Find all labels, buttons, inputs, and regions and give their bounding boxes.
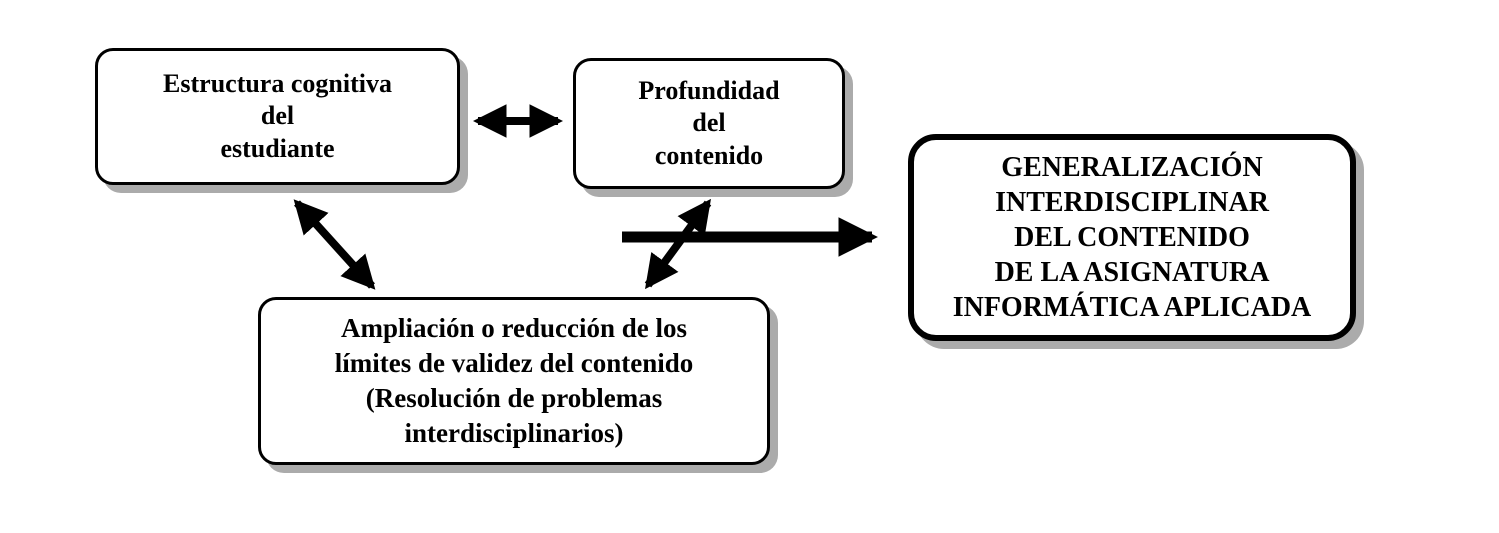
box-estructura-line-2: del bbox=[260, 101, 295, 131]
box-estructura-line-1: Estructura cognitiva bbox=[163, 68, 392, 98]
box-generalizacion-interdisciplinar: GENERALIZACIÓN INTERDISCIPLINAR DEL CONT… bbox=[908, 134, 1356, 341]
box-generalizacion-line-3: DEL CONTENIDO bbox=[1014, 222, 1250, 253]
box-generalizacion-line-1: GENERALIZACIÓN bbox=[1001, 152, 1263, 183]
box-estructura-line-3: estudiante bbox=[220, 133, 335, 163]
box-ampliacion-line-2: límites de validez del contenido bbox=[334, 347, 694, 378]
box-generalizacion-line-5: INFORMÁTICA APLICADA bbox=[952, 292, 1312, 323]
box-generalizacion-line-4: DE LA ASIGNATURA bbox=[994, 257, 1270, 288]
box-ampliacion-reduccion: Ampliación o reducción de los límites de… bbox=[258, 297, 770, 465]
box-generalizacion-line-2: INTERDISCIPLINAR bbox=[995, 187, 1269, 218]
box-profundidad-contenido: Profundidad del contenido bbox=[573, 58, 845, 189]
arrow-estructura-ampliacion bbox=[293, 199, 376, 290]
box-profundidad-line-2: del bbox=[692, 108, 726, 138]
box-ampliacion-line-1: Ampliación o reducción de los bbox=[340, 312, 688, 343]
box-ampliacion-line-4: interdisciplinarios) bbox=[404, 418, 624, 449]
box-estructura-cognitiva: Estructura cognitiva del estudiante bbox=[95, 48, 460, 185]
arrow-profundidad-ampliacion bbox=[644, 198, 712, 290]
box-profundidad-line-1: Profundidad bbox=[638, 75, 780, 105]
box-ampliacion-line-3: (Resolución de problemas bbox=[365, 383, 663, 413]
box-profundidad-line-3: contenido bbox=[654, 140, 764, 170]
